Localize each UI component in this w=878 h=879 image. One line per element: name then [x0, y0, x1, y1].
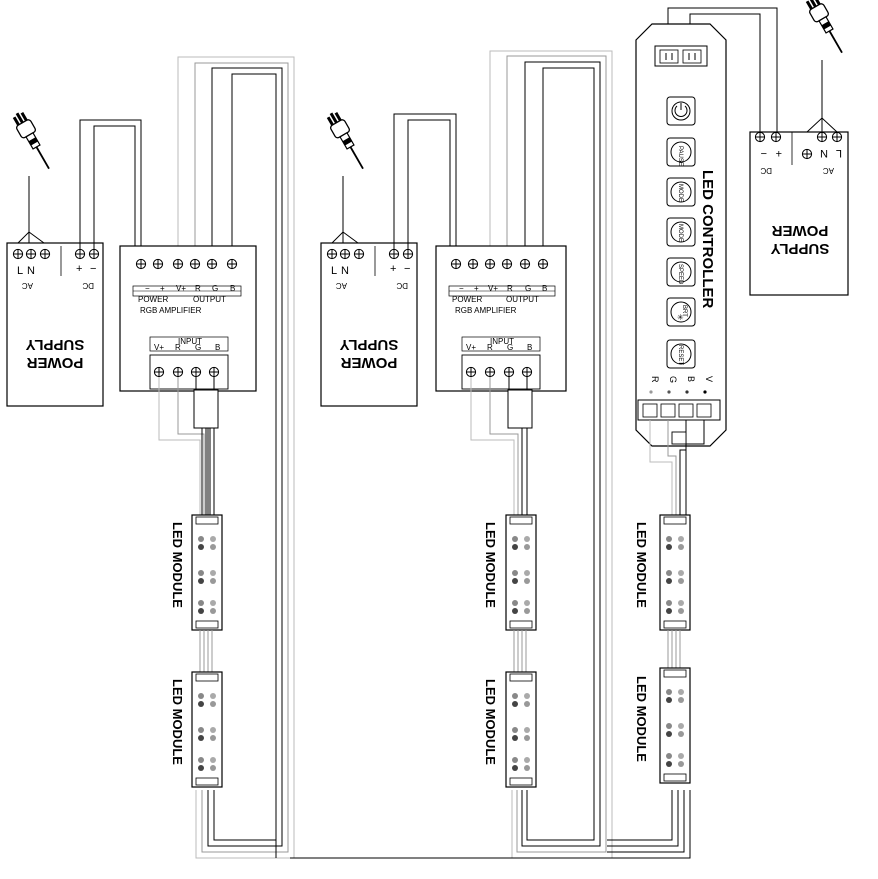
ac-plug-middle	[323, 108, 371, 174]
led-module-middle-2-label: LED MODULE	[483, 679, 498, 765]
ps-minus-label: −	[90, 263, 96, 275]
led-module-right-1	[659, 514, 691, 631]
svg-text:−: −	[145, 284, 150, 293]
mode-minus-button[interactable]: MODE	[666, 217, 696, 247]
ps-title-line1: SUPPLY	[26, 336, 85, 353]
svg-text:DC: DC	[760, 166, 772, 175]
svg-text:SUPPLY: SUPPLY	[771, 240, 830, 257]
led-module-left-1-label: LED MODULE	[170, 522, 185, 608]
led-controller-title: LED CONTROLLER	[699, 170, 716, 308]
svg-text:G: G	[212, 284, 218, 293]
svg-text:R: R	[487, 343, 493, 352]
wire-run-middle	[275, 50, 613, 859]
ps-l-terminal-label: L	[17, 265, 23, 277]
amp-title-middle: RGB AMPLIFIER	[455, 306, 517, 315]
ps-n-terminal-label: N	[27, 265, 35, 277]
svg-text:MODE: MODE	[677, 184, 683, 202]
svg-text:G: G	[525, 284, 531, 293]
svg-text:OUTPUT: OUTPUT	[193, 295, 226, 304]
svg-text:AC: AC	[823, 166, 834, 175]
led-module-middle-1	[505, 514, 537, 631]
ac-plug-left	[9, 108, 57, 174]
power-supply-right	[749, 131, 849, 296]
svg-text:G: G	[668, 376, 678, 383]
svg-text:B: B	[527, 343, 532, 352]
wire-run-left	[177, 56, 295, 859]
svg-text:SPEED: SPEED	[677, 264, 683, 285]
ps-plus-label: +	[76, 263, 82, 275]
wire-run-right-to-middle	[290, 856, 610, 859]
reset-button[interactable]: RESET	[666, 339, 696, 369]
svg-text:MODE: MODE	[677, 224, 683, 242]
svg-text:SUPPLY: SUPPLY	[340, 336, 399, 353]
svg-text:G: G	[195, 343, 201, 352]
svg-text:+: +	[390, 263, 396, 275]
brightness-button[interactable]: BRT ✳	[666, 297, 696, 327]
wire-run-right	[607, 790, 691, 859]
svg-text:+: +	[160, 284, 165, 293]
led-module-right-1-label: LED MODULE	[634, 522, 649, 608]
ps-dc-label: DC	[82, 281, 94, 290]
mode-plus-button[interactable]: MODE	[666, 177, 696, 207]
svg-text:RESET: RESET	[677, 345, 683, 365]
svg-text:AC: AC	[336, 281, 347, 290]
ac-plug-right	[802, 0, 850, 58]
power-supply-left	[6, 242, 104, 407]
svg-text:L: L	[836, 147, 842, 159]
svg-text:POWER: POWER	[341, 354, 398, 371]
svg-text:+: +	[776, 147, 782, 159]
svg-text:G: G	[507, 343, 513, 352]
ps-title-line2: POWER	[27, 354, 84, 371]
power-supply-middle	[320, 242, 418, 407]
svg-text:B: B	[542, 284, 547, 293]
led-module-left-2	[191, 671, 223, 788]
svg-text:B: B	[215, 343, 220, 352]
amp-title-left: RGB AMPLIFIER	[140, 306, 202, 315]
led-module-right-2	[659, 667, 691, 784]
svg-text:POWER: POWER	[772, 222, 829, 239]
power-icon	[674, 105, 688, 117]
speed-button[interactable]: SPEED	[666, 257, 696, 287]
svg-text:DC: DC	[396, 281, 408, 290]
svg-text:−: −	[404, 263, 410, 275]
brightness-icon: ✳	[677, 313, 684, 322]
svg-text:−: −	[761, 147, 767, 159]
svg-text:R: R	[195, 284, 201, 293]
svg-text:BRT: BRT	[681, 305, 687, 317]
led-module-middle-2	[505, 671, 537, 788]
svg-text:R: R	[175, 343, 181, 352]
svg-text:OUTPUT: OUTPUT	[506, 295, 539, 304]
led-module-left-1	[191, 514, 223, 631]
led-module-right-2-label: LED MODULE	[634, 676, 649, 762]
svg-text:R: R	[507, 284, 513, 293]
svg-text:PAUSE: PAUSE	[677, 146, 683, 166]
svg-text:POWER: POWER	[452, 295, 482, 304]
svg-text:POWER: POWER	[138, 295, 168, 304]
svg-text:N: N	[820, 147, 828, 159]
power-button[interactable]	[666, 96, 696, 126]
svg-text:V+: V+	[488, 284, 498, 293]
pause-button[interactable]: PAUSE	[666, 137, 696, 167]
led-module-middle-1-label: LED MODULE	[483, 522, 498, 608]
svg-text:V+: V+	[176, 284, 186, 293]
svg-text:V: V	[704, 376, 714, 382]
svg-text:R: R	[650, 376, 660, 383]
svg-text:V+: V+	[154, 343, 164, 352]
ps-ac-label: AC	[22, 281, 33, 290]
svg-text:+: +	[474, 284, 479, 293]
svg-text:−: −	[459, 284, 464, 293]
svg-text:V+: V+	[466, 343, 476, 352]
svg-text:B: B	[686, 376, 696, 382]
svg-text:B: B	[230, 284, 235, 293]
svg-text:INPUT: INPUT	[178, 337, 202, 346]
led-module-left-2-label: LED MODULE	[170, 679, 185, 765]
svg-text:N: N	[341, 265, 349, 277]
svg-text:INPUT: INPUT	[490, 337, 514, 346]
svg-text:L: L	[331, 265, 337, 277]
